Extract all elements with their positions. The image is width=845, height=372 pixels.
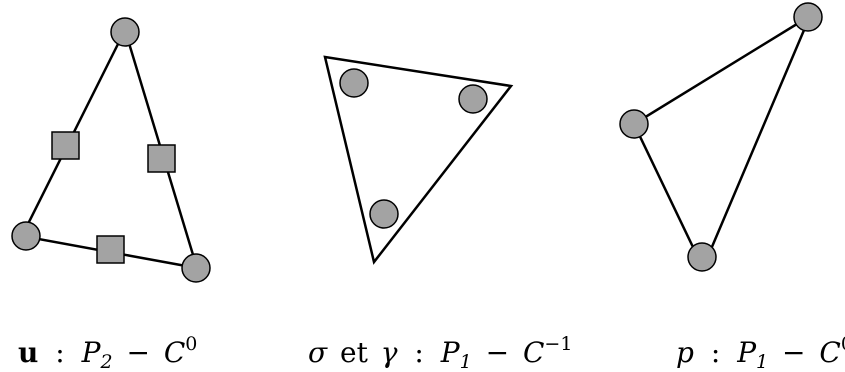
midpoint-node [51,131,80,160]
midpoint-node [96,235,125,264]
interior-node [339,68,369,98]
interior-node [458,84,488,114]
vertex-node [687,242,717,272]
label-p2-c0: u : P2 − C0 [18,333,197,372]
element-p2-c0 [11,17,211,283]
vertex-node [181,253,211,283]
label-p1-cm1: σ et γ : P1 − C−1 [308,333,572,372]
element-p1-c0 [619,2,823,272]
interior-node [369,199,399,229]
triangle-3 [632,12,813,272]
triangle-2 [323,55,514,265]
element-p1-cm1 [323,55,514,265]
vertex-node [619,109,649,139]
vertex-node [11,221,41,251]
vertex-node [110,17,140,47]
midpoint-node [147,144,176,173]
label-p1-c0: p : P1 − C0 [676,333,845,372]
vertex-node [793,2,823,32]
